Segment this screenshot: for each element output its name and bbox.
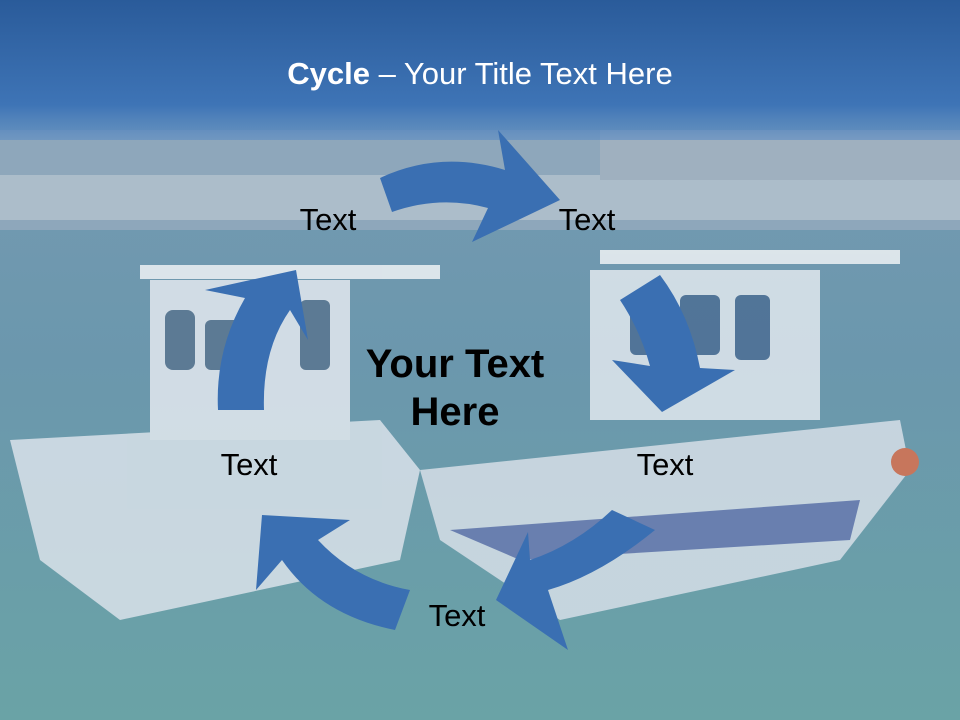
cycle-arrow-1 — [380, 130, 560, 242]
slide-title-bold: Cycle — [287, 56, 370, 91]
center-text: Your Text Here — [330, 340, 580, 436]
cycle-node-3-label: Text — [636, 447, 694, 482]
cycle-arrow-4 — [256, 515, 410, 630]
cycle-node-2-label: Text — [558, 202, 616, 237]
center-text-line1: Your Text — [365, 342, 545, 386]
cycle-arrow-2 — [612, 275, 735, 412]
cycle-node-1-label: Text — [299, 202, 357, 237]
slide-title: Cycle – Your Title Text Here — [0, 56, 960, 92]
cycle-node-4-label: Text — [428, 598, 486, 633]
cycle-node-5-label: Text — [220, 447, 278, 482]
slide-title-rest: – Your Title Text Here — [370, 56, 673, 91]
cycle-arrow-3 — [496, 510, 655, 650]
cycle-arrow-5 — [205, 270, 308, 410]
center-text-line2: Here — [410, 390, 500, 434]
